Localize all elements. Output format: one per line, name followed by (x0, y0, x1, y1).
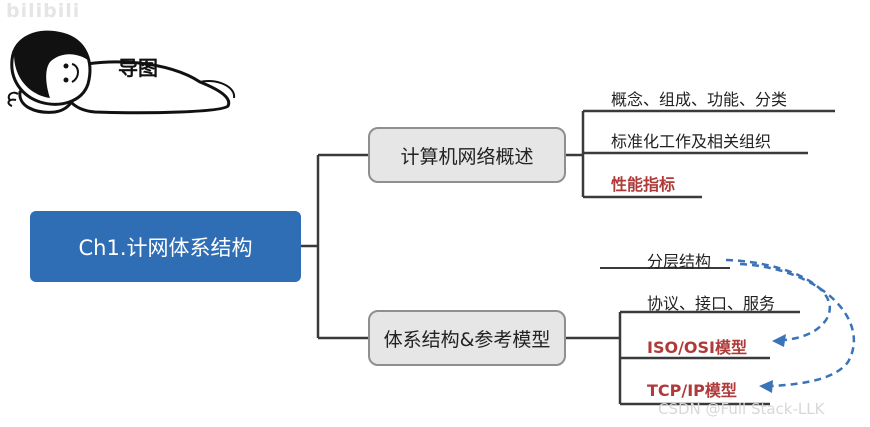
arrow-heads (759, 334, 786, 393)
bilibili-watermark: bilibili (6, 0, 81, 22)
dashed-arrows (725, 258, 855, 388)
leaf-node: 概念、组成、功能、分类 (611, 90, 788, 109)
root-node: Ch1.计网体系结构 (30, 211, 301, 282)
branch-node-label: 计算机网络概述 (400, 145, 534, 168)
branch-node-network-overview: 计算机网络概述 (368, 127, 566, 183)
branch-node-architecture-models: 体系结构&参考模型 (368, 310, 566, 366)
connector-lines (301, 109, 835, 406)
leaf-node-highlighted: ISO/OSI模型 (647, 338, 748, 357)
leaf-node: 协议、接口、服务 (647, 294, 776, 313)
leaf-node: 分层结构 (647, 252, 712, 271)
leaf-node-highlighted: TCP/IP模型 (647, 381, 737, 400)
leaf-node: 标准化工作及相关组织 (611, 132, 772, 151)
illustration-caption: 导图 (118, 56, 158, 80)
root-node-label: Ch1.计网体系结构 (78, 235, 253, 260)
leaf-node-highlighted: 性能指标 (611, 175, 676, 194)
branch-node-label: 体系结构&参考模型 (383, 328, 551, 351)
sleeping-cartoon-illustration (7, 30, 236, 115)
csdn-watermark: CSDN @Full Stack-LLK (658, 400, 825, 418)
